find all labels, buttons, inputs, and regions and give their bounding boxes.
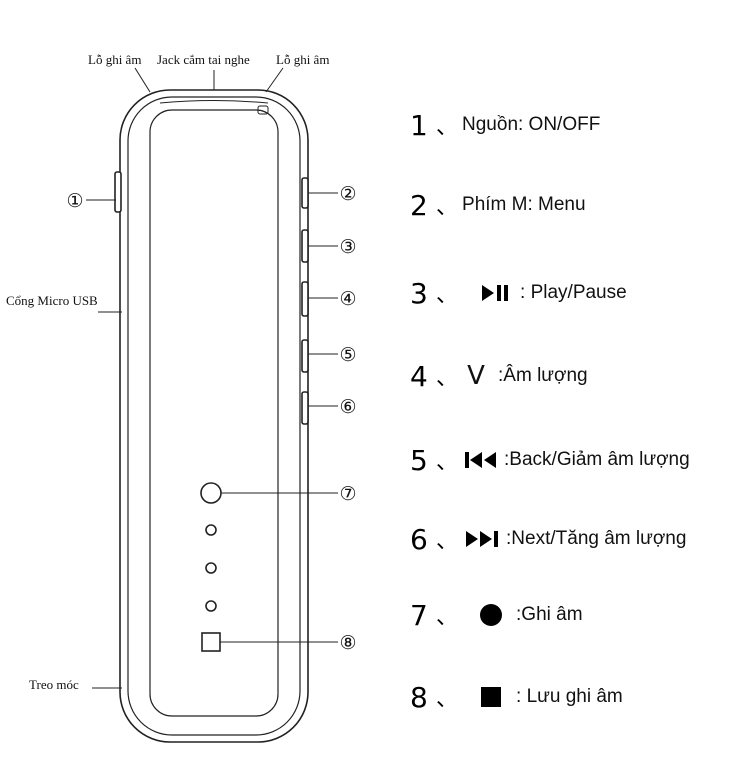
play-pause-button-shape — [301, 229, 309, 263]
callout-1: ① — [66, 190, 83, 212]
stop-square-icon — [476, 686, 506, 708]
legend-separator: 、 — [436, 115, 459, 140]
volume-button-shape — [301, 281, 309, 317]
v-icon: V — [467, 361, 485, 391]
legend-number: 1 — [410, 108, 428, 142]
legend-number: 4 — [410, 359, 428, 393]
callout-5: ⑤ — [339, 344, 356, 366]
legend-item-menu: 2 、 Phím M: Menu — [410, 185, 586, 225]
callout-6: ⑥ — [339, 396, 356, 418]
record-dot-icon — [476, 603, 506, 627]
legend-number: 8 — [410, 680, 428, 714]
headphone-jack-label: Jack cắm tai nghe — [157, 52, 250, 67]
legend-item-next: 6 、 :Next/Tăng âm lượng — [410, 519, 686, 559]
top-corner-detail — [257, 105, 269, 115]
legend-text: :Next/Tăng âm lượng — [506, 528, 687, 549]
legend-number: 6 — [410, 522, 428, 556]
menu-button-shape — [301, 177, 309, 209]
legend-separator: 、 — [436, 366, 459, 391]
usb-port-label: Cổng Micro USB — [6, 293, 98, 308]
legend-separator: 、 — [436, 605, 459, 630]
indicator-dot-1 — [205, 524, 217, 536]
legend-item-record: 7 、 :Ghi âm — [410, 595, 583, 635]
legend-text: :Ghi âm — [516, 604, 583, 625]
legend-item-power: 1 、 Nguồn: ON/OFF — [410, 105, 600, 145]
legend-item-back: 5 、 :Back/Giảm âm lượng — [410, 440, 690, 480]
legend-number: 2 — [410, 188, 428, 222]
top-edge-detail — [159, 100, 269, 104]
mic-hole-label-right: Lỗ ghi âm — [276, 52, 330, 67]
legend-separator: 、 — [436, 283, 459, 308]
legend-text: :Back/Giảm âm lượng — [504, 449, 690, 470]
legend-item-play-pause: 3 、 : Play/Pause — [410, 273, 627, 313]
mic-left-pointer — [134, 67, 151, 93]
save-indicator-square — [201, 632, 221, 652]
legend-number: 3 — [410, 276, 428, 310]
next-button-shape — [301, 391, 309, 425]
next-track-icon — [464, 530, 500, 548]
legend-item-volume: 4 、 V :Âm lượng — [410, 356, 588, 396]
callout-8: ⑧ — [339, 632, 356, 654]
play-pause-icon — [480, 284, 510, 302]
callout-2: ② — [339, 183, 356, 205]
legend-text: Nguồn: ON/OFF — [462, 114, 601, 135]
legend-text: : Play/Pause — [520, 282, 627, 303]
mic-hole-label-left: Lỗ ghi âm — [88, 52, 142, 67]
legend-number: 7 — [410, 598, 428, 632]
recorder-front-panel — [149, 109, 279, 717]
record-indicator-large — [200, 482, 222, 504]
back-button-shape — [301, 339, 309, 373]
legend-text: : Lưu ghi âm — [516, 686, 623, 707]
previous-track-icon — [464, 451, 500, 469]
recorder-body-outline — [119, 89, 309, 743]
callout-4: ④ — [339, 288, 356, 310]
legend-separator: 、 — [436, 687, 459, 712]
legend-text: :Âm lượng — [498, 365, 588, 386]
legend-separator: 、 — [436, 529, 459, 554]
legend-separator: 、 — [436, 195, 459, 220]
legend-separator: 、 — [436, 450, 459, 475]
legend-number: 5 — [410, 443, 428, 477]
callout-7: ⑦ — [339, 483, 356, 505]
indicator-dot-3 — [205, 600, 217, 612]
indicator-dot-2 — [205, 562, 217, 574]
power-button-shape — [114, 171, 122, 213]
recorder-body-inner-outline — [127, 96, 301, 736]
legend-text: Phím M: Menu — [462, 194, 586, 215]
lanyard-hook-label: Treo móc — [29, 677, 79, 692]
legend-item-save: 8 、 : Lưu ghi âm — [410, 677, 623, 717]
callout-3: ③ — [339, 236, 356, 258]
mic-right-pointer — [265, 67, 284, 93]
